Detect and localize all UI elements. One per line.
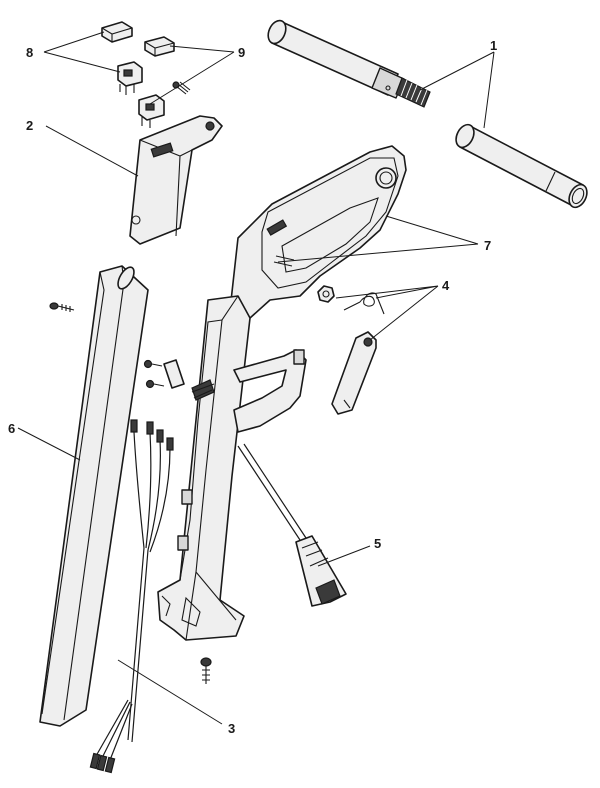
callout-3: 3 <box>228 721 235 736</box>
part-3-wiring-harness <box>89 419 174 774</box>
callout-9: 9 <box>238 45 245 60</box>
callout-1: 1 <box>490 38 497 53</box>
screw-top-left <box>49 302 75 312</box>
part-2-switch-housing <box>129 115 223 245</box>
callout-8: 8 <box>26 45 33 60</box>
screw-middle-a <box>143 359 163 369</box>
leader-lines <box>17 31 495 725</box>
part-4-clamp-parts <box>317 285 385 415</box>
upper-handle-frame <box>229 145 407 327</box>
cable-clamp-bracket <box>163 359 185 389</box>
hex-nut <box>317 285 335 303</box>
screw-middle-b <box>145 379 165 389</box>
callout-6: 6 <box>8 421 15 436</box>
callout-labels: 1 2 3 4 5 6 7 8 9 <box>8 38 497 736</box>
screw-bottom <box>200 657 212 684</box>
lower-handle-tube <box>455 123 588 209</box>
callout-7: 7 <box>484 238 491 253</box>
part-8-switch-assembly <box>101 21 143 95</box>
callout-4: 4 <box>442 278 450 293</box>
lower-cable-hook <box>233 349 307 433</box>
part-9-switch-assembly <box>138 36 191 128</box>
clamp-lever <box>331 331 377 415</box>
part-6-handle-cover <box>39 265 149 727</box>
lower-handle-body <box>157 295 307 641</box>
upper-handle-tube <box>267 19 431 108</box>
part-1-handle-tubes <box>267 19 588 209</box>
part-5-cord-plug <box>237 443 347 607</box>
callout-2: 2 <box>26 118 33 133</box>
callout-5: 5 <box>374 536 381 551</box>
